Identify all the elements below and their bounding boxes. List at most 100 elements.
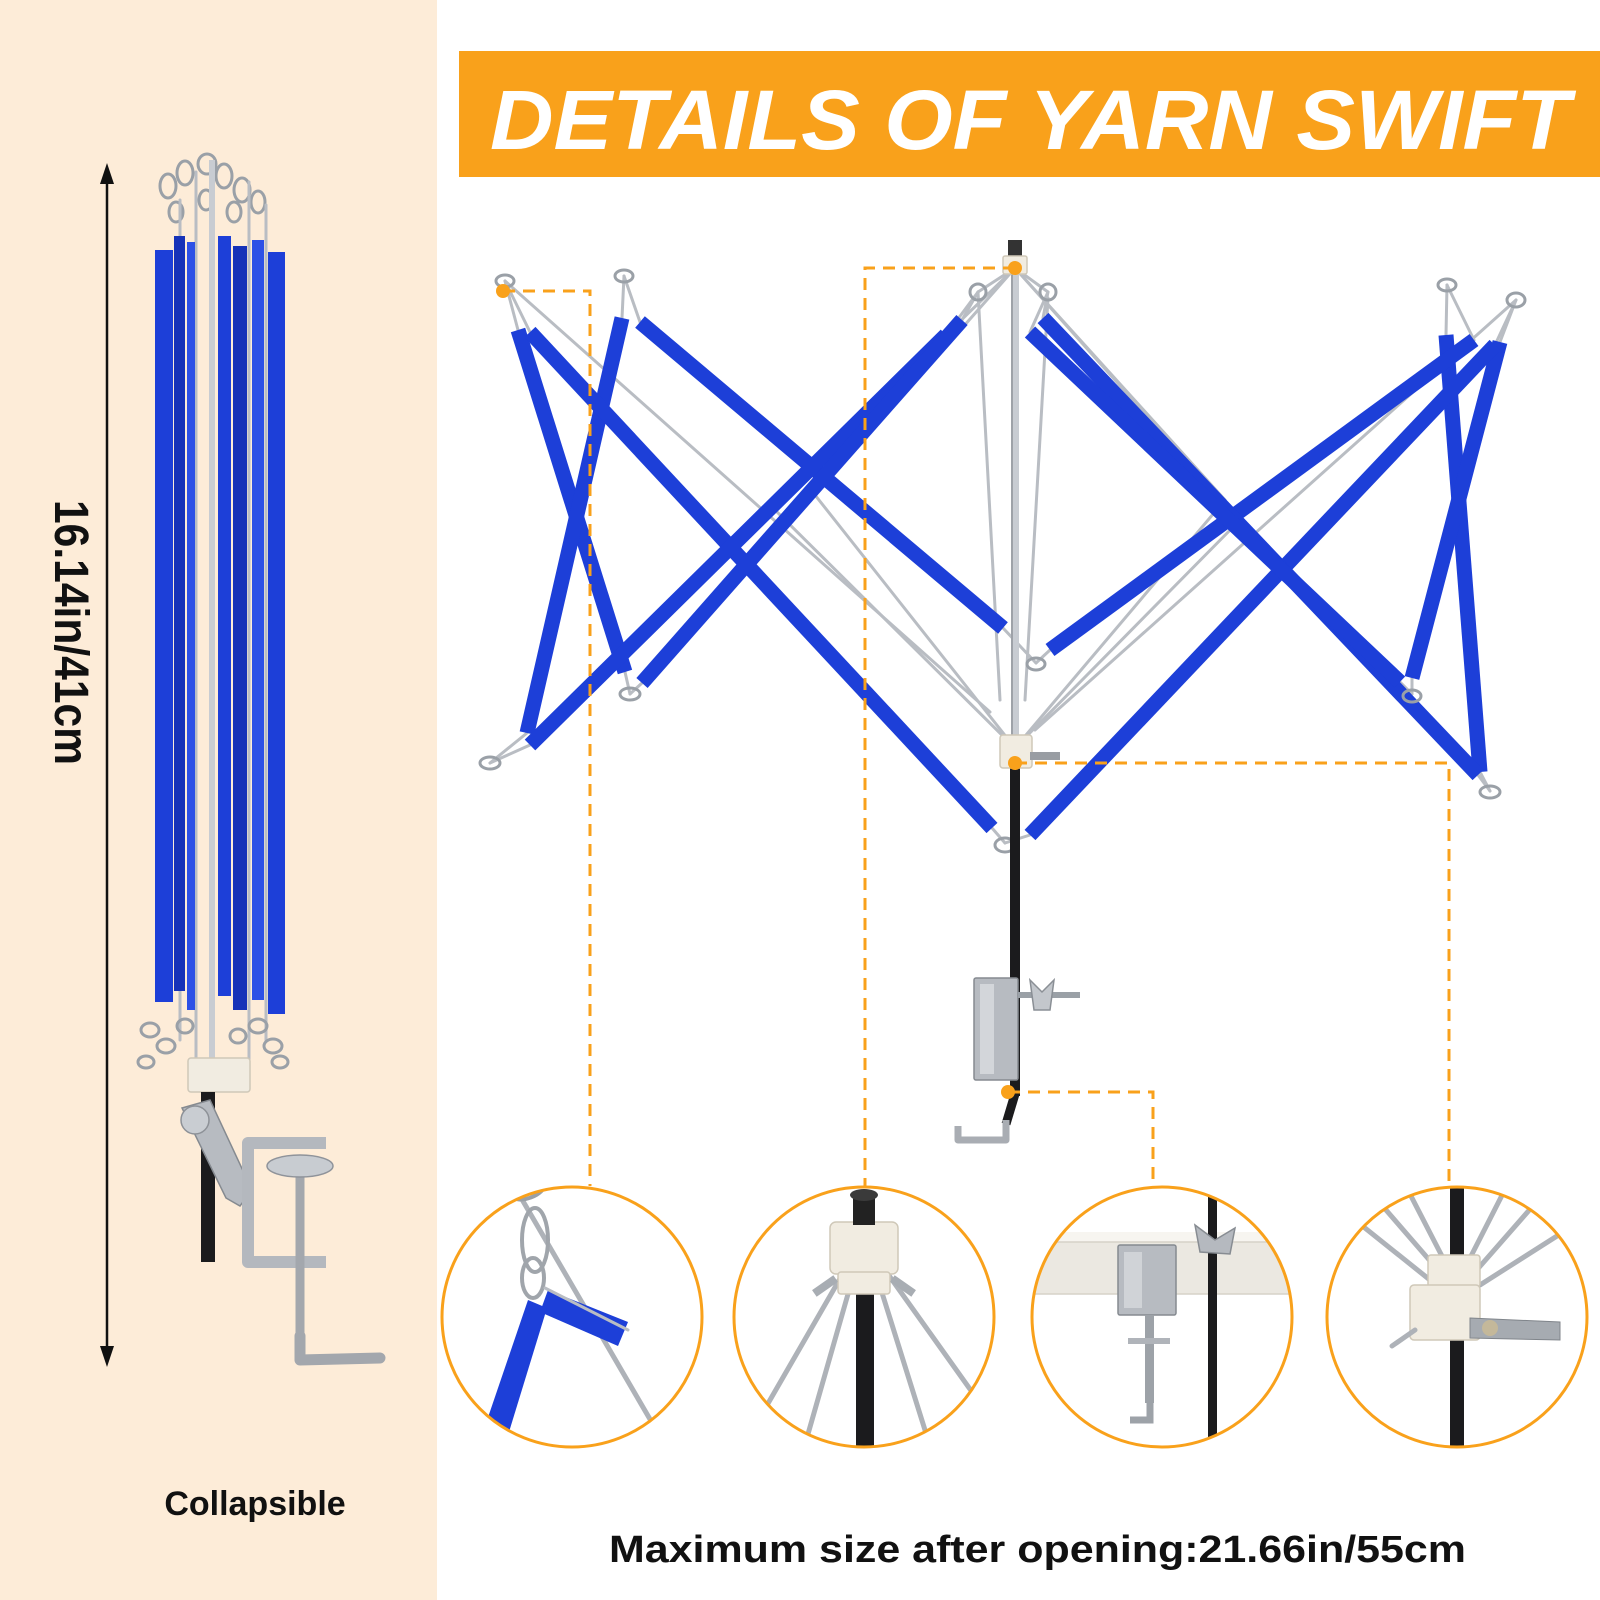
swift-arm-blue xyxy=(1438,334,1488,773)
rod-hook xyxy=(618,686,642,702)
metal-rod xyxy=(1001,626,1038,665)
connector-hook xyxy=(503,289,592,1186)
rod-hook xyxy=(1101,1187,1123,1196)
detail-hook-content xyxy=(482,1187,668,1447)
metal-rod xyxy=(1465,1187,1523,1265)
open-swift-clamp xyxy=(954,977,1080,1144)
rod-hook xyxy=(175,159,195,187)
metal-rod xyxy=(1023,296,1050,702)
detail-circle-ring xyxy=(440,1185,704,1449)
detail-connectors xyxy=(496,261,1451,1186)
metal-rod xyxy=(623,670,632,696)
detail-circle-ring xyxy=(1325,1185,1589,1449)
rod-hook xyxy=(1025,656,1047,672)
clamp-highlight xyxy=(1124,1252,1142,1308)
swift-arm-blue xyxy=(482,1300,547,1445)
metal-rod xyxy=(622,274,642,324)
arrow-head-top xyxy=(100,163,114,184)
crank-stem xyxy=(1001,1092,1020,1126)
blue-strip xyxy=(233,246,247,1010)
metal-rod xyxy=(543,1286,630,1332)
blue-strip xyxy=(252,240,264,1000)
rod-hook xyxy=(1401,688,1423,704)
swift-arm-blue xyxy=(636,315,968,688)
blue-strip xyxy=(187,242,195,1010)
open-size-label: Maximum size after opening:21.66in/55cm xyxy=(609,1529,1466,1571)
metal-rod xyxy=(1444,283,1449,337)
swift-arm-blue xyxy=(524,329,952,751)
collapsed-bottom-hooks xyxy=(136,1017,290,1070)
metal-rod xyxy=(1389,1327,1418,1349)
rod-hook xyxy=(262,1037,284,1055)
hook-loop xyxy=(520,1206,550,1274)
clamp-highlight xyxy=(980,984,994,1074)
collapsed-swift xyxy=(136,152,386,1366)
hook-loop xyxy=(520,1256,546,1300)
swift-arm-blue xyxy=(519,316,630,735)
hub-ring xyxy=(837,1271,891,1295)
rod-hook xyxy=(968,282,988,302)
swift-arm-blue xyxy=(540,1290,628,1346)
rod-hook xyxy=(478,755,502,771)
rod-hook xyxy=(175,1017,195,1035)
detail-top-hub-content xyxy=(737,1189,994,1447)
swift-arm-blue xyxy=(1024,326,1406,688)
clamp-plate xyxy=(266,1154,334,1178)
clamp-foot xyxy=(1128,1338,1170,1344)
rod-hook xyxy=(225,200,243,224)
rod-hook xyxy=(1436,277,1458,293)
collapsed-blue-arms xyxy=(155,236,285,1014)
detail-clamp-content xyxy=(1032,1187,1292,1447)
pole-top-cap xyxy=(1008,240,1022,256)
connector-top-hub xyxy=(863,266,1015,1186)
crank-handle xyxy=(954,1120,1010,1144)
blue-strip xyxy=(218,236,231,996)
swift-arm-blue xyxy=(1404,340,1508,680)
knob-cap xyxy=(850,1189,878,1201)
rod-hook xyxy=(167,200,185,224)
rod-hook xyxy=(155,1037,177,1055)
metal-rod xyxy=(1476,773,1492,793)
rod-hook xyxy=(1478,784,1502,800)
metal-rod xyxy=(1013,518,1242,750)
rod-hook xyxy=(613,268,635,284)
pole-lower xyxy=(1010,760,1020,1096)
metal-rod xyxy=(990,826,1007,845)
wing-nut xyxy=(180,1105,210,1135)
slider-bolt xyxy=(1482,1320,1498,1336)
detail-circle-top-hub xyxy=(732,1185,996,1449)
open-swift-blue-arms xyxy=(510,312,1508,841)
detail-circle-clamp xyxy=(1030,1185,1294,1449)
rod-hook xyxy=(270,1054,290,1070)
collapsed-clamp xyxy=(180,1099,386,1366)
height-label: 16.14in/41cm xyxy=(44,500,97,765)
slider-hub xyxy=(1409,1284,1481,1341)
open-swift-pole xyxy=(999,240,1060,1096)
wing-nut xyxy=(1028,977,1056,1011)
swift-arm-blue xyxy=(524,326,998,834)
rod-hook xyxy=(247,1017,269,1035)
rod-hook xyxy=(249,189,267,215)
title-banner: DETAILS OF YARN SWIFT xyxy=(459,51,1600,177)
metal-rod xyxy=(1398,680,1414,696)
rod-hook xyxy=(1505,291,1527,309)
connector-dot xyxy=(1008,261,1022,275)
connector-clamp xyxy=(1008,1090,1155,1186)
pole xyxy=(856,1250,874,1447)
clamp-handle xyxy=(294,1330,386,1366)
blue-strip xyxy=(174,236,185,991)
collapsible-caption: Collapsible xyxy=(164,1485,345,1523)
slider-clip xyxy=(1030,752,1060,760)
metal-rod xyxy=(1445,283,1476,342)
swift-arm-blue xyxy=(1024,339,1501,841)
metal-rod xyxy=(797,1277,855,1447)
connector-slider xyxy=(1015,761,1451,1186)
connector-dot xyxy=(496,284,510,298)
connector-dot xyxy=(1008,756,1022,770)
rod-hook xyxy=(196,152,218,176)
table-edge-top xyxy=(1032,1232,1292,1242)
wing-nut xyxy=(1193,1223,1237,1255)
height-dimension: 16.14in/41cm xyxy=(44,163,114,1367)
swift-arm-blue xyxy=(1045,333,1479,657)
detail-circle-ring xyxy=(1030,1185,1294,1449)
